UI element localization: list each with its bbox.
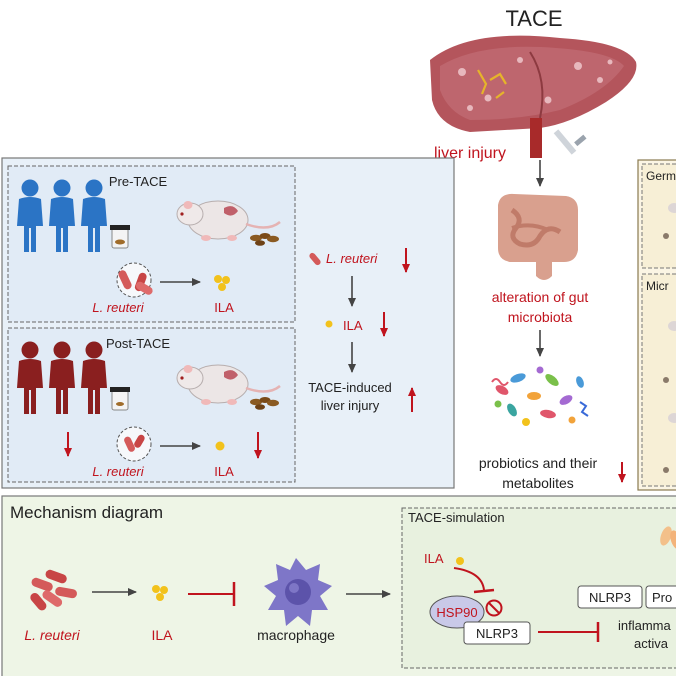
micro-clip-dot-2: [663, 467, 669, 473]
mech-ila-inhibit: [188, 582, 236, 606]
probiotics-label-line1: probiotics and their: [479, 455, 598, 471]
pre-sample-cup: [110, 225, 130, 249]
liver-illustration: [430, 35, 637, 158]
no-binding-icon: [485, 599, 503, 617]
mech-reuteri-label: L. reuteri: [24, 627, 80, 643]
micro-box: [641, 273, 676, 487]
inflamma-label-clip: inflamma: [618, 618, 672, 633]
mech-reuteri-bacteria: [30, 569, 77, 611]
mid-reuteri-label: L. reuteri: [326, 251, 378, 266]
activa-label-clip: activa: [634, 636, 669, 651]
nlrp3-box-bound: [463, 621, 531, 645]
probiotics-label-line2: metabolites: [502, 475, 574, 491]
germ-clip-dot: [663, 233, 669, 239]
post-tace-title: Post-TACE: [106, 336, 170, 351]
mid-injury-line2: liver injury: [321, 398, 380, 413]
pre-reuteri-label: L. reuteri: [92, 300, 144, 315]
post-sample-cup: [110, 387, 130, 411]
germ-box: [641, 163, 676, 269]
post-ila-label: ILA: [214, 464, 234, 479]
mid-ila-dot: [325, 320, 333, 328]
mid-ila-label: ILA: [343, 318, 363, 333]
gut-label-line2: microbiota: [508, 309, 573, 325]
pro-box-clip: [645, 585, 676, 609]
tace-title: TACE: [505, 6, 562, 31]
pre-tace-box: [7, 165, 296, 323]
germ-label-clip: Germ: [646, 169, 676, 183]
mech-ila-label: ILA: [151, 627, 173, 643]
pro-label-clip: Pro: [652, 590, 672, 605]
micro-rat-clip-2: [668, 413, 676, 423]
gut-illustration: [498, 193, 578, 280]
post-reuteri-bacteria: [124, 434, 145, 452]
post-tace-box: [7, 327, 296, 483]
micro-rat-clip-1: [668, 321, 676, 331]
mech-macrophage-label: macrophage: [257, 627, 335, 643]
sim-ila-inhibit-bar: [473, 588, 495, 594]
hsp90-label: HSP90: [436, 605, 477, 620]
sim-title: TACE-simulation: [408, 510, 505, 525]
micro-clip-dot-1: [663, 377, 669, 383]
inflammasome-clip-icon: [660, 526, 676, 550]
germ-rat-clip-1: [668, 203, 676, 213]
pre-tace-title: Pre-TACE: [109, 174, 168, 189]
gut-label-line1: alteration of gut: [492, 289, 589, 305]
nlrp3-label-bound: NLRP3: [476, 626, 518, 641]
microbes-illustration: [491, 366, 589, 426]
hsp90-oval: [429, 595, 485, 629]
sim-ila-dot: [456, 557, 464, 565]
mid-reuteri-icon: [309, 252, 321, 266]
post-reuteri-circle: [116, 426, 152, 462]
mechanism-title: Mechanism diagram: [10, 503, 163, 522]
sim-inhibit-arrow: [538, 622, 600, 642]
post-ila-dot: [215, 441, 225, 451]
post-reuteri-label: L. reuteri: [92, 464, 144, 479]
micro-label-clip: Micr: [646, 279, 669, 293]
sim-ila-inhibit-line: [453, 567, 485, 591]
pre-ila-label: ILA: [214, 300, 234, 315]
macrophage-illustration: [264, 558, 332, 626]
nlrp3-box-right: [577, 585, 643, 609]
nlrp3-label-right: NLRP3: [589, 590, 631, 605]
mid-injury-line1: TACE-induced: [308, 380, 392, 395]
sim-ila-label: ILA: [424, 551, 444, 566]
